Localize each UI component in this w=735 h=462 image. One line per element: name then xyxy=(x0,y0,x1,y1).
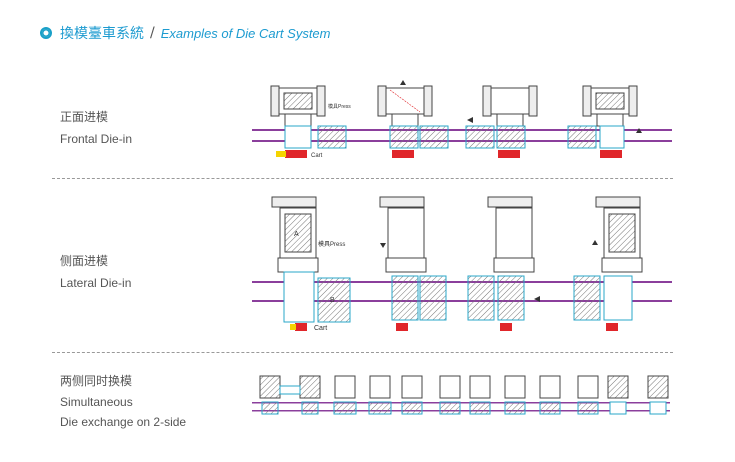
press-label-large: 模具Press xyxy=(318,240,345,248)
press-label-small: 模具Press xyxy=(328,103,351,110)
simultaneous-label-en-1: Simultaneous xyxy=(60,395,133,409)
simultaneous-label-zh: 两侧同时换模 xyxy=(60,374,133,388)
lateral-step-2 xyxy=(379,196,447,331)
lateral-rails xyxy=(252,281,672,302)
lateral-label-zh: 侧面进模 xyxy=(60,254,109,268)
frontal-step-2 xyxy=(377,80,449,158)
die-a-label: A xyxy=(294,231,299,238)
section-frontal-label: 正面进模 Frontal Die-in xyxy=(60,108,132,148)
cart-label-large: Cart xyxy=(314,325,327,332)
cart-label-small: Cart xyxy=(311,153,323,159)
lateral-label-en: Lateral Die-in xyxy=(60,276,132,290)
frontal-label-zh: 正面进模 xyxy=(60,110,109,124)
frontal-rails xyxy=(252,129,672,142)
section-divider-2 xyxy=(52,352,673,353)
frontal-step-4 xyxy=(567,85,642,158)
page-title: 換模臺車系統 / Examples of Die Cart System xyxy=(40,22,331,44)
lateral-step-4 xyxy=(573,196,643,331)
simultaneous-diagrams xyxy=(252,375,670,415)
die-b-label: B xyxy=(330,297,335,304)
section-divider-1 xyxy=(52,178,673,179)
section-simultaneous-label: 两侧同时换模 Simultaneous Die exchange on 2-si… xyxy=(60,372,186,431)
lateral-step-3 xyxy=(467,196,540,331)
lateral-step-1: A B 模具Press Cart xyxy=(271,196,351,332)
frontal-step-1: 模具Press Cart xyxy=(270,85,351,159)
frontal-step-3 xyxy=(465,85,538,158)
simultaneous-label-en-2: Die exchange on 2-side xyxy=(60,415,187,429)
bullet-icon xyxy=(40,27,52,39)
title-separator: / xyxy=(150,25,155,41)
title-chinese: 換模臺車系統 xyxy=(60,26,144,42)
title-english: Examples of Die Cart System xyxy=(160,25,331,41)
section-lateral-label: 侧面进模 Lateral Die-in xyxy=(60,252,131,292)
frontal-label-en: Frontal Die-in xyxy=(60,132,133,146)
